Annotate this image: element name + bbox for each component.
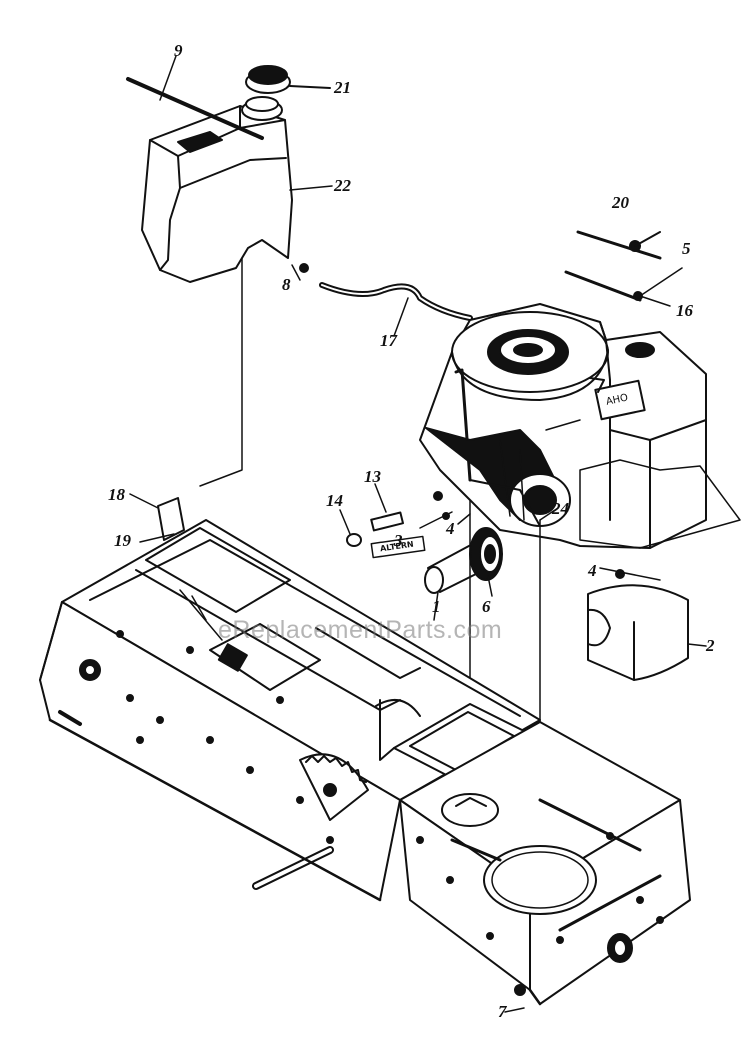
- callout-21: 21: [334, 78, 351, 97]
- engine-deck: [399, 721, 691, 1006]
- callout-24: 24: [552, 499, 569, 518]
- callout-20: 20: [612, 193, 629, 212]
- watermark: eReplacementParts.com: [218, 616, 503, 644]
- callout-8: 8: [282, 275, 291, 294]
- bracket-18: [129, 493, 185, 543]
- drive-gear: [469, 527, 503, 597]
- cable-9: [126, 77, 264, 140]
- callout-14: 14: [326, 491, 343, 510]
- callout-4a: 4: [446, 519, 455, 538]
- callout-5: 5: [682, 239, 691, 258]
- callout-7: 7: [498, 1002, 507, 1021]
- callout-9: 9: [174, 41, 183, 60]
- engine: AHO: [419, 303, 741, 549]
- callout-17: 17: [380, 331, 397, 350]
- callout-3: 3: [394, 531, 403, 550]
- control-cables: [564, 230, 683, 307]
- callout-19: 19: [114, 531, 131, 550]
- callout-18: 18: [108, 485, 125, 504]
- callout-22: 22: [334, 176, 351, 195]
- fuel-line: [319, 282, 473, 337]
- callout-13: 13: [364, 467, 381, 486]
- callout-6: 6: [482, 597, 491, 616]
- bolt-13: [370, 483, 405, 532]
- chassis-frame: [39, 519, 541, 902]
- nut-14: [339, 509, 362, 547]
- svg-text:AHO: AHO: [605, 392, 629, 407]
- callout-2: 2: [706, 636, 715, 655]
- fuel-cap: [245, 65, 331, 94]
- fuel-tank: [141, 96, 293, 283]
- callout-16: 16: [676, 301, 693, 320]
- callout-4b: 4: [588, 561, 597, 580]
- callout-1: 1: [432, 597, 441, 616]
- heat-shield: [587, 584, 707, 681]
